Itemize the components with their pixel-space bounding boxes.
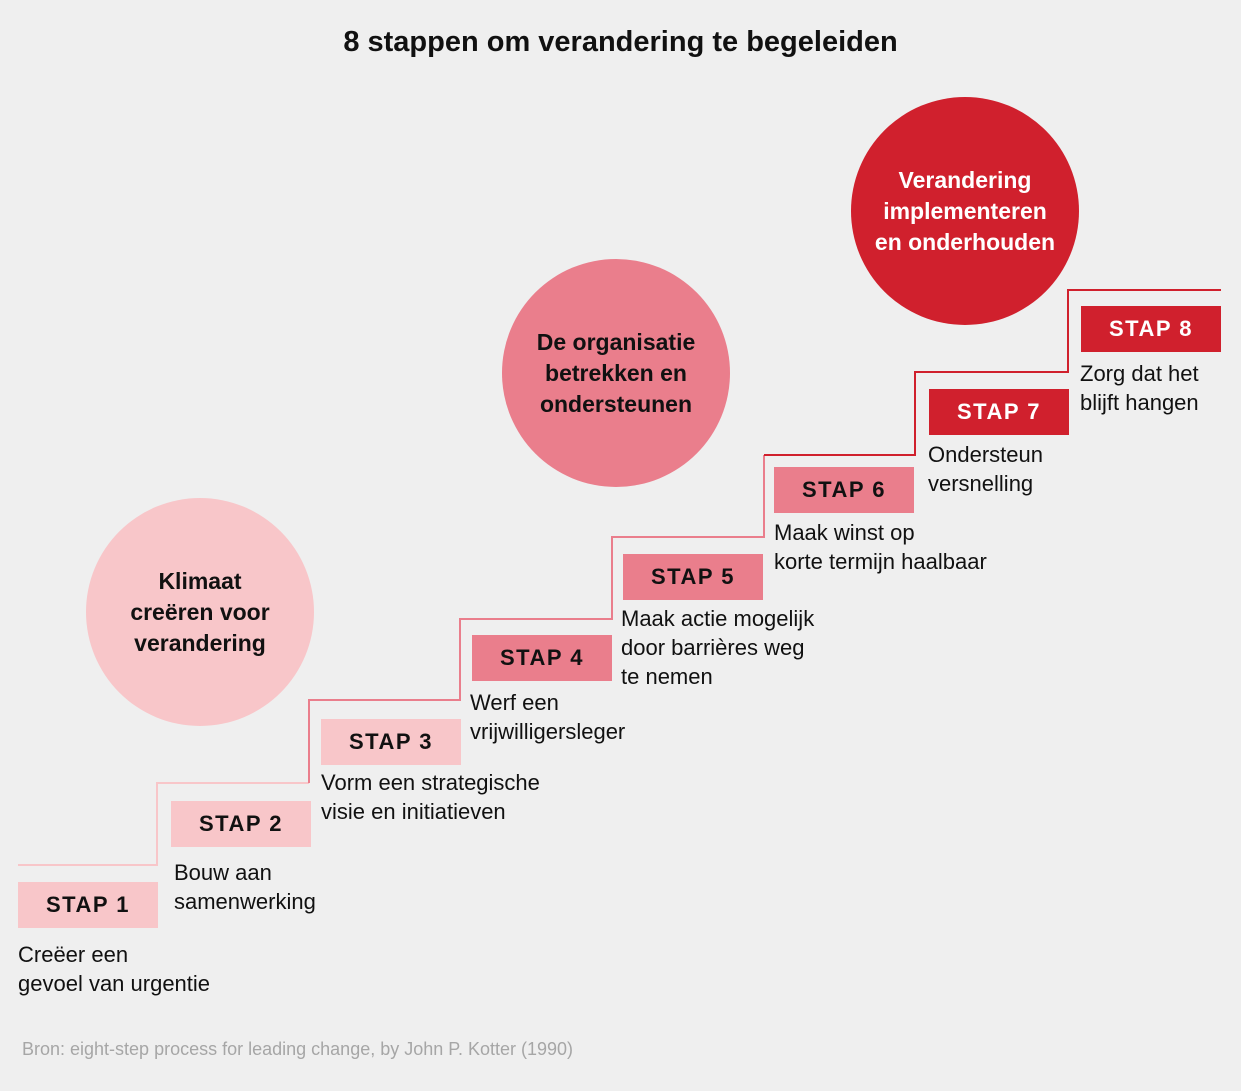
step-4-description: Werf een vrijwilligersleger xyxy=(470,690,626,744)
step-5-description: Maak actie mogelijk door barrières weg t… xyxy=(621,606,815,689)
step-1-badge: STAP 1 xyxy=(18,882,158,928)
step-1-description: Creëer een gevoel van urgentie xyxy=(18,942,211,996)
phase-label: Verandering implementeren en onderhouden xyxy=(874,166,1056,255)
step-2-badge: STAP 2 xyxy=(171,801,311,847)
step-8-badge: STAP 8 xyxy=(1081,306,1221,352)
phase-circle-climate: Klimaat creëren voor verandering xyxy=(86,498,314,726)
phase-label: De organisatie betrekken en ondersteunen xyxy=(536,328,696,417)
phase-label: Klimaat creëren voor verandering xyxy=(130,567,270,656)
step-7-description: Ondersteun versnelling xyxy=(928,442,1043,496)
phase-circle-implement: Verandering implementeren en onderhouden xyxy=(851,97,1079,325)
step-3-badge: STAP 3 xyxy=(321,719,461,765)
step-7-badge: STAP 7 xyxy=(929,389,1069,435)
step-5-badge: STAP 5 xyxy=(623,554,763,600)
diagram-title: 8 stappen om verandering te begeleiden xyxy=(343,26,898,58)
step-2-description: Bouw aan samenwerking xyxy=(174,860,316,914)
phase-circle-engage: De organisatie betrekken en ondersteunen xyxy=(502,259,730,487)
step-6-description: Maak winst op korte termijn haalbaar xyxy=(774,520,987,574)
step-6-badge: STAP 6 xyxy=(774,467,914,513)
step-8-description: Zorg dat het blijft hangen xyxy=(1080,361,1199,415)
step-3-description: Vorm een strategische visie en initiatie… xyxy=(321,770,540,824)
source-note: Bron: eight-step process for leading cha… xyxy=(22,1039,574,1059)
step-4-badge: STAP 4 xyxy=(472,635,612,681)
